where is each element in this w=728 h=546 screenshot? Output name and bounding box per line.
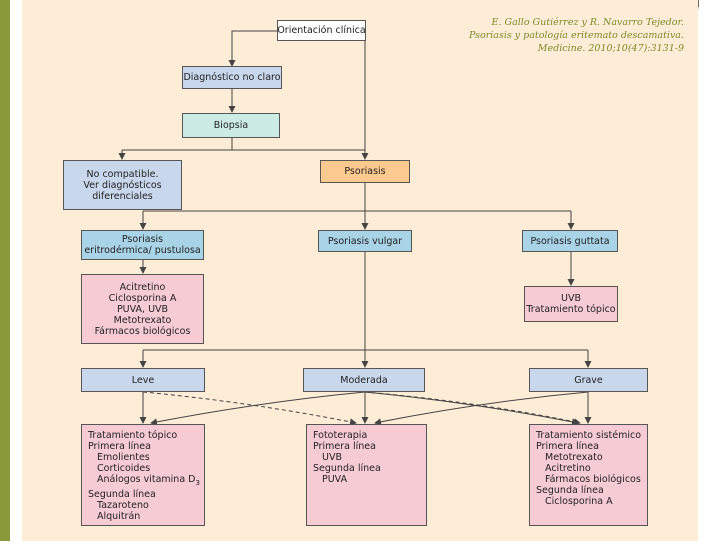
node-psoriasis: Psoriasis xyxy=(320,160,410,183)
arrow-moderada-leve xyxy=(150,391,366,426)
node-label: Metotrexato xyxy=(545,452,603,463)
left-accent-bar xyxy=(0,0,10,546)
citation: E. Gallo Gutiérrez y R. Navarro Tejedor.… xyxy=(444,16,684,55)
node-label: Leve xyxy=(131,374,155,386)
arrow-grave-moderada xyxy=(374,391,589,426)
node-label: Psoriasis xyxy=(344,166,386,177)
node-orientacion-clinica: Orientación clínica xyxy=(277,20,366,41)
node-label: No compatible. xyxy=(86,168,159,180)
node-label: eritrodérmica/ pustulosa xyxy=(84,245,201,256)
node-label: Tratamiento tópico xyxy=(88,430,178,441)
node-label: Tazaroteno xyxy=(97,499,149,511)
bottom-strip xyxy=(0,541,728,546)
biopsia-split xyxy=(122,138,365,151)
node-tratamiento-leve: Tratamiento tópico Primera línea Emolien… xyxy=(81,424,205,526)
node-moderada: Moderada xyxy=(303,368,425,392)
node-label: Segunda línea xyxy=(313,463,381,474)
node-no-compatible: No compatible. Ver diagnósticos diferenc… xyxy=(63,160,182,210)
node-label: Primera línea xyxy=(536,441,599,452)
vulgar-split xyxy=(143,252,588,351)
psoriasis-split xyxy=(143,183,571,212)
node-tratamiento-eritrodermica: Acitretino Ciclosporina A PUVA, UVB Meto… xyxy=(81,274,204,344)
node-label: Segunda línea xyxy=(88,488,156,500)
node-label: Tratamiento tópico xyxy=(526,304,616,315)
node-label: Tratamiento sistémico xyxy=(536,430,642,441)
node-label: Fármacos biológicos xyxy=(94,325,191,337)
node-label: Fototerapia xyxy=(313,430,368,441)
node-label: Acitretino xyxy=(119,281,166,293)
node-label: Orientación clínica xyxy=(277,25,366,36)
node-label: Biopsia xyxy=(213,120,249,131)
node-tratamiento-moderada: Fototerapia Primera línea UVB Segunda lí… xyxy=(306,424,427,526)
node-label: UVB xyxy=(561,293,581,304)
node-label: Emolientes xyxy=(97,452,150,463)
arrow-orientacion-diagnostico xyxy=(228,30,277,67)
node-psoriasis-eritrodermica: Psoriasis eritrodérmica/ pustulosa xyxy=(81,230,204,260)
node-grave: Grave xyxy=(529,368,648,392)
node-label: Psoriasis guttata xyxy=(530,235,610,247)
node-label: Alquitrán xyxy=(97,510,141,522)
node-psoriasis-vulgar: Psoriasis vulgar xyxy=(318,230,412,252)
node-label: Metotrexato xyxy=(113,314,172,326)
dashed-leve-moderada xyxy=(142,391,357,426)
citation-line-1: E. Gallo Gutiérrez y R. Navarro Tejedor. xyxy=(491,17,684,28)
node-label: PUVA, UVB xyxy=(116,303,169,315)
node-label: Psoriasis xyxy=(121,234,164,245)
node-label: diferenciales xyxy=(92,190,153,202)
node-label: Ciclosporina A xyxy=(545,496,613,507)
node-label: Segunda línea xyxy=(536,485,604,496)
node-tratamiento-grave: Tratamiento sistémico Primera línea Meto… xyxy=(529,424,648,526)
subscript: 3 xyxy=(195,478,200,487)
node-biopsia: Biopsia xyxy=(182,113,280,138)
node-label: Primera línea xyxy=(88,441,151,452)
node-leve: Leve xyxy=(81,368,205,392)
node-label: Primera línea xyxy=(313,441,376,452)
node-label: Grave xyxy=(574,374,603,386)
arrow-moderada-grave xyxy=(364,391,579,426)
node-label-vitamina: Análogos vitamina D3 xyxy=(88,474,200,489)
node-diagnostico-no-claro: Diagnóstico no claro xyxy=(182,66,282,89)
node-label: Diagnóstico no claro xyxy=(183,72,281,83)
node-label: Ciclosporina A xyxy=(108,292,177,304)
node-label: Ver diagnósticos xyxy=(83,179,162,191)
node-psoriasis-guttata: Psoriasis guttata xyxy=(522,230,618,252)
citation-line-3: Medicine. 2010;10(47):3131-9 xyxy=(537,43,684,54)
node-label: Psoriasis vulgar xyxy=(327,235,403,247)
node-label: Corticoides xyxy=(97,463,151,474)
node-tratamiento-guttata: UVB Tratamiento tópico xyxy=(524,286,618,322)
dashed-moderada-grave xyxy=(364,391,581,426)
node-label: Acitretino xyxy=(545,463,591,474)
node-label: UVB xyxy=(322,452,342,463)
citation-line-2: Psoriasis y patología eritemato descamat… xyxy=(468,30,684,41)
node-label: Análogos vitamina D xyxy=(97,474,196,485)
node-label: Moderada xyxy=(340,374,388,386)
node-label: Fármacos biológicos xyxy=(545,474,641,485)
node-label: PUVA xyxy=(322,474,348,485)
